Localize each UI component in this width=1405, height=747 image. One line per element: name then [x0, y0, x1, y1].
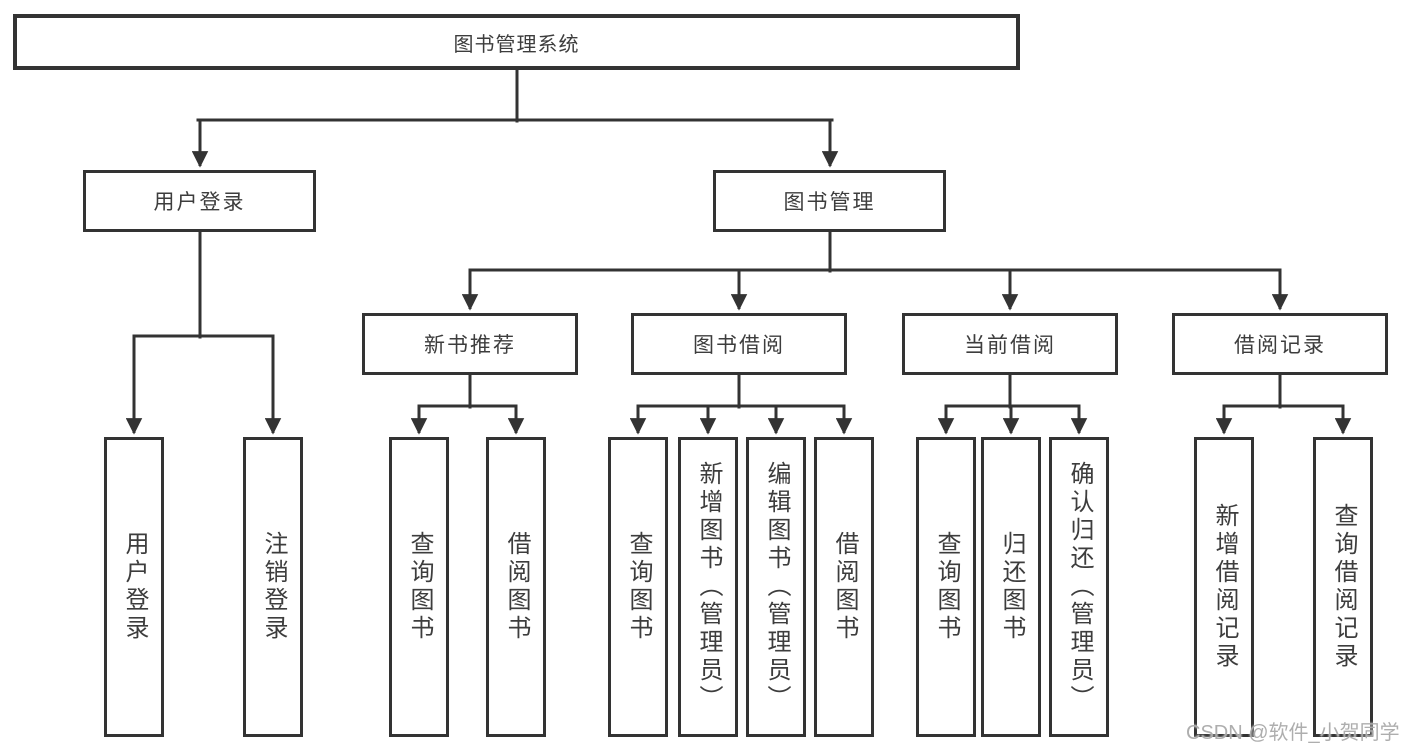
leaf-borrow-query-books: 查询图书	[608, 437, 668, 737]
leaf-edit-books-admin: 编辑图书（管理员）	[746, 437, 806, 737]
leaf-recommend-query-books: 查询图书	[389, 437, 449, 737]
leaf-label: 查询图书	[933, 531, 960, 643]
node-label: 借阅记录	[1234, 334, 1326, 357]
leaf-label: 注销登录	[260, 531, 287, 643]
node-user-login: 用户登录	[83, 170, 316, 232]
leaf-label: 查询图书	[406, 531, 433, 643]
node-book-borrow: 图书借阅	[631, 313, 847, 375]
leaf-add-borrow-record: 新增借阅记录	[1194, 437, 1254, 737]
node-label: 图书借阅	[693, 334, 785, 357]
leaf-query-borrow-record: 查询借阅记录	[1313, 437, 1373, 737]
leaf-label: 查询借阅记录	[1330, 503, 1357, 671]
node-label: 用户登录	[153, 191, 246, 214]
leaf-recommend-borrow-books: 借阅图书	[486, 437, 546, 737]
leaf-label: 新增借阅记录	[1211, 503, 1238, 671]
node-book-management: 图书管理	[713, 170, 946, 232]
leaf-label: 编辑图书（管理员）	[763, 461, 790, 713]
leaf-confirm-return-admin: 确认归还（管理员）	[1049, 437, 1109, 737]
node-label: 当前借阅	[964, 334, 1056, 357]
leaf-label: 归还图书	[998, 531, 1025, 643]
leaf-current-query-books: 查询图书	[916, 437, 976, 737]
node-label: 图书管理	[783, 191, 876, 214]
leaf-borrow-books: 借阅图书	[814, 437, 874, 737]
leaf-label: 新增图书（管理员）	[695, 461, 722, 713]
leaf-label: 确认归还（管理员）	[1066, 461, 1093, 713]
leaf-user-login: 用户登录	[104, 437, 164, 737]
leaf-logout: 注销登录	[243, 437, 303, 737]
node-new-book-recommend: 新书推荐	[362, 313, 578, 375]
watermark: CSDN @软件_小贺同学	[1186, 722, 1400, 744]
leaf-label: 查询图书	[625, 531, 652, 643]
node-library-management-system: 图书管理系统	[13, 14, 1020, 70]
leaf-label: 借阅图书	[831, 531, 858, 643]
leaf-label: 借阅图书	[503, 531, 530, 643]
node-label: 新书推荐	[424, 334, 516, 357]
node-borrow-records: 借阅记录	[1172, 313, 1388, 375]
connector-arrows	[125, 120, 1352, 435]
node-label: 图书管理系统	[453, 33, 580, 56]
leaf-label: 用户登录	[121, 531, 148, 643]
leaf-return-books: 归还图书	[981, 437, 1041, 737]
leaf-add-books-admin: 新增图书（管理员）	[678, 437, 738, 737]
node-current-borrow: 当前借阅	[902, 313, 1118, 375]
